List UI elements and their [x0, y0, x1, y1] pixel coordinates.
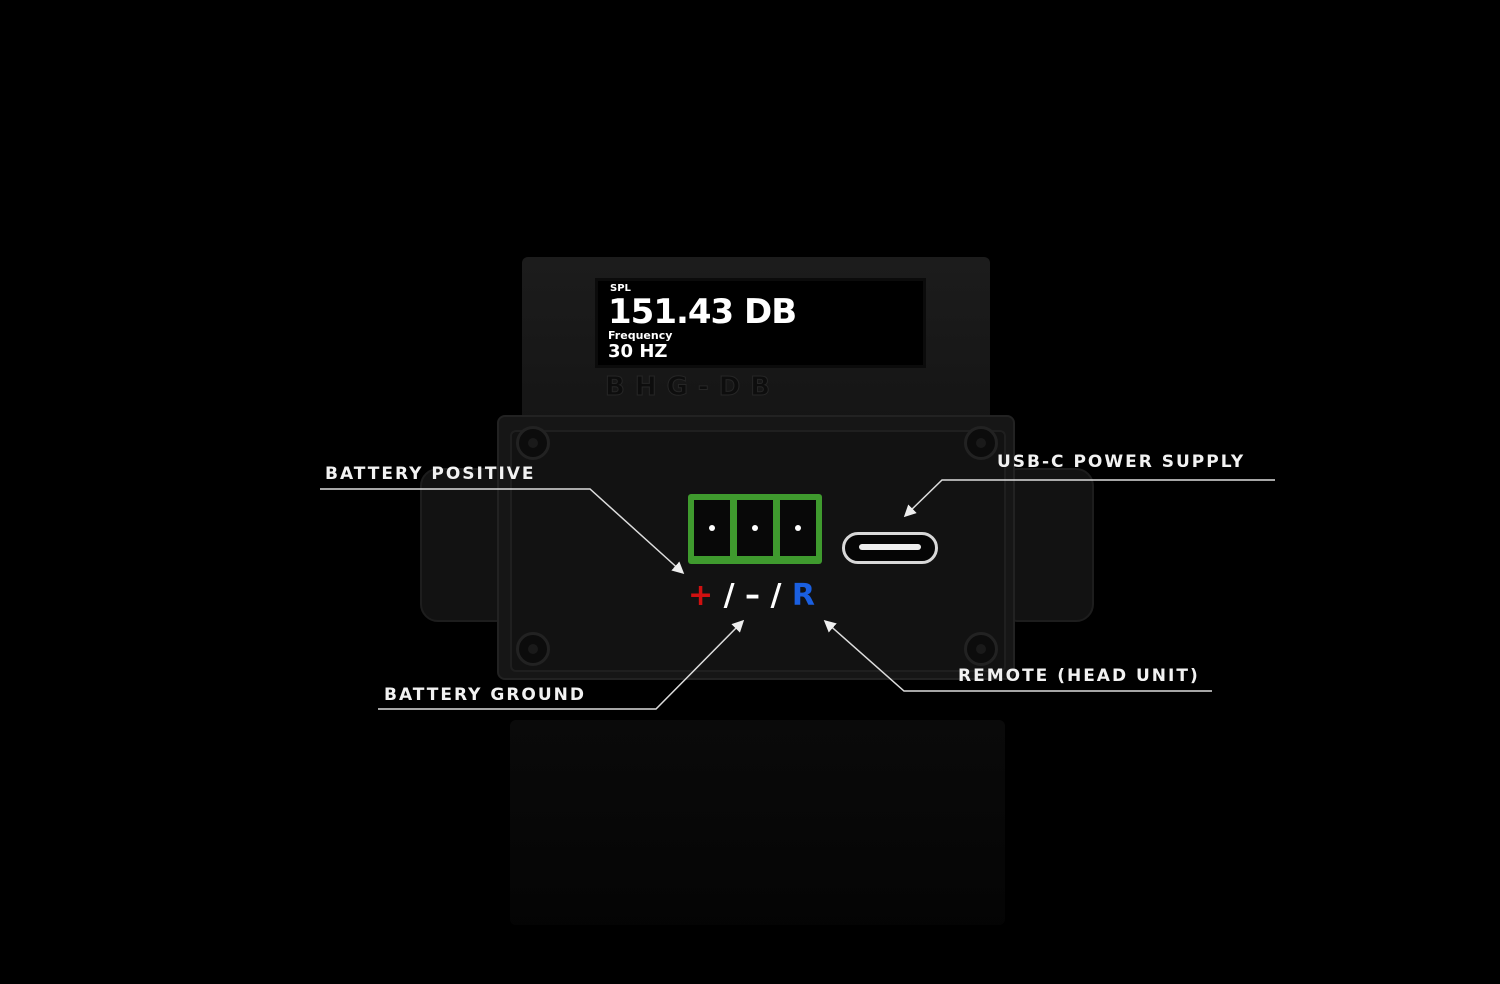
terminal-slot — [694, 500, 730, 556]
label-remote: REMOTE (HEAD UNIT) — [958, 666, 1200, 686]
callout-line-positive — [320, 488, 685, 575]
spl-label: SPL — [610, 283, 631, 294]
label-battery-positive: BATTERY POSITIVE — [325, 464, 536, 484]
label-battery-ground: BATTERY GROUND — [384, 685, 587, 705]
usb-c-port — [842, 532, 938, 564]
oled-screen: SPL 151.43 DB Frequency 30 HZ — [595, 278, 926, 368]
screw-icon — [964, 632, 998, 666]
positive-mark: + — [688, 578, 714, 613]
callout-line-ground — [378, 619, 745, 710]
separator: / — [723, 578, 735, 613]
brand-emboss: BHG-DB — [605, 372, 781, 403]
spl-value: 151.43 DB — [608, 292, 797, 332]
screw-icon — [516, 632, 550, 666]
screw-icon — [516, 426, 550, 460]
polarity-markings: + / – / R — [688, 578, 815, 613]
callout-line-remote — [823, 620, 1212, 692]
screw-icon — [964, 426, 998, 460]
negative-mark: – — [745, 578, 761, 613]
device-reflection — [510, 720, 1005, 925]
callout-line-usb — [903, 479, 1275, 518]
terminal-block — [688, 494, 822, 564]
mounting-ear-right — [1000, 468, 1094, 622]
frequency-label: Frequency — [608, 329, 673, 342]
terminal-slot — [737, 500, 773, 556]
separator: / — [770, 578, 782, 613]
remote-mark: R — [791, 578, 815, 613]
terminal-slot — [780, 500, 816, 556]
frequency-value: 30 HZ — [608, 341, 668, 362]
label-usb-c: USB-C POWER SUPPLY — [997, 452, 1246, 472]
